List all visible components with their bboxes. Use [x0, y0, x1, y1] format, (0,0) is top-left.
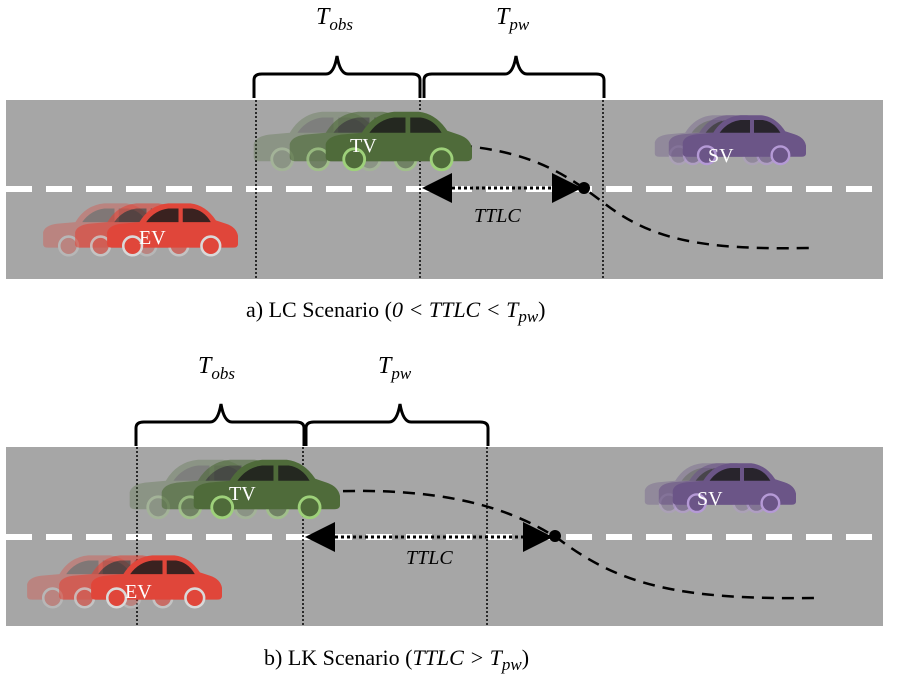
ego-vehicle: EV: [43, 203, 238, 257]
tv-label: TV: [350, 135, 377, 157]
t-obs-brace: [252, 55, 422, 98]
t-obs-label: Tobs: [316, 4, 353, 34]
lane-crossing-point: [549, 530, 561, 542]
tv-trajectory: [419, 142, 811, 250]
sv-label: SV: [697, 488, 723, 510]
ev-label: EV: [139, 227, 166, 249]
ttlc-label: TTLC: [406, 547, 453, 569]
panel-lc: Tobs Tpw TTLC TV SV: [6, 4, 883, 326]
ttlc-label: TTLC: [474, 205, 521, 227]
sv-label: SV: [708, 145, 734, 167]
caption-lc: a) LC Scenario (0 < TTLC < Tpw): [246, 297, 545, 326]
lane-crossing-point: [578, 182, 590, 194]
target-vehicle: TV: [129, 459, 340, 520]
t-pw-brace: [422, 55, 606, 98]
t-pw-brace: [304, 403, 490, 446]
t-obs-label: Tobs: [198, 353, 235, 383]
surrounding-vehicle: SV: [644, 463, 796, 514]
panel-lk: Tobs Tpw TTLC TV SV EV: [6, 353, 883, 674]
surrounding-vehicle: SV: [654, 115, 806, 167]
target-vehicle: TV: [253, 111, 472, 172]
tv-trajectory: [302, 489, 816, 600]
t-pw-label: Tpw: [496, 4, 530, 34]
tv-label: TV: [229, 483, 256, 505]
caption-lk: b) LK Scenario (TTLC > Tpw): [264, 645, 529, 674]
t-pw-label: Tpw: [378, 353, 412, 383]
ego-vehicle: EV: [27, 555, 222, 609]
t-obs-brace: [134, 403, 306, 446]
ev-label: EV: [125, 581, 152, 603]
